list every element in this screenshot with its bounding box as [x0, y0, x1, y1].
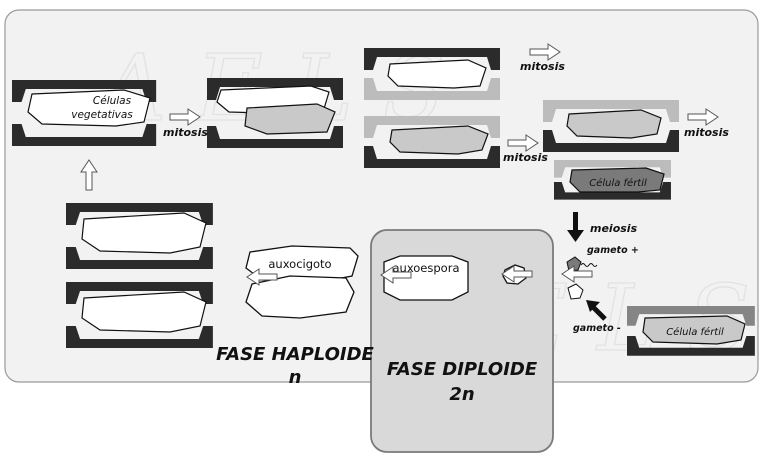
label-meiosis: meiosis	[590, 222, 638, 235]
cell-body	[81, 212, 207, 254]
label-mitosis-4: mitosis	[684, 126, 729, 139]
arrow-meiosis	[567, 212, 584, 242]
diatom-fertile-cell-bottom: Célula fértil	[627, 306, 755, 356]
arrow-gameto-minus	[586, 300, 607, 321]
label-fase-diploide: FASE DIPLOIDE	[387, 359, 538, 380]
label-mitosis-1: mitosis	[163, 126, 208, 139]
diatom-new-cell-lower	[66, 282, 213, 348]
label-mitosis-3: mitosis	[503, 151, 548, 164]
cell-lower	[244, 103, 336, 135]
label-celula-fertil-top: Célula fértil	[589, 177, 647, 189]
diatom-vegetative-cells: Células vegetativas	[12, 80, 157, 146]
label-vegetativas: vegetativas	[71, 109, 133, 121]
diatom-upper-branch	[364, 48, 500, 100]
cell-body	[81, 291, 207, 333]
label-auxocigoto: auxocigoto	[268, 257, 331, 271]
label-celula-fertil-bottom: Célula fértil	[666, 326, 724, 338]
label-gameto-plus: gameto +	[587, 245, 639, 256]
auxocigoto	[245, 245, 359, 319]
auxoespora	[383, 255, 469, 301]
cell-body	[569, 167, 665, 193]
label-gameto-minus: gameto -	[573, 323, 621, 334]
label-celulas: Células	[93, 95, 132, 107]
diatom-fertile-cell-top: Célula fértil	[554, 160, 671, 200]
label-mitosis-2: mitosis	[520, 60, 565, 73]
gamete-minus	[567, 283, 584, 300]
cell-body	[566, 109, 662, 139]
diatom-smaller-cell	[543, 100, 679, 152]
cell-body	[642, 315, 746, 345]
cell-body	[387, 59, 487, 89]
cell-body	[389, 125, 489, 155]
label-fase-haploide: FASE HAPLOIDE	[216, 344, 374, 365]
label-diploid-2n: 2n	[449, 384, 474, 405]
diatom-dividing-cell	[207, 78, 343, 148]
label-haploid-n: n	[289, 367, 302, 388]
diatom-new-cell-upper	[66, 203, 213, 269]
cell-body	[27, 89, 151, 127]
diatom-lower-branch	[364, 116, 500, 168]
